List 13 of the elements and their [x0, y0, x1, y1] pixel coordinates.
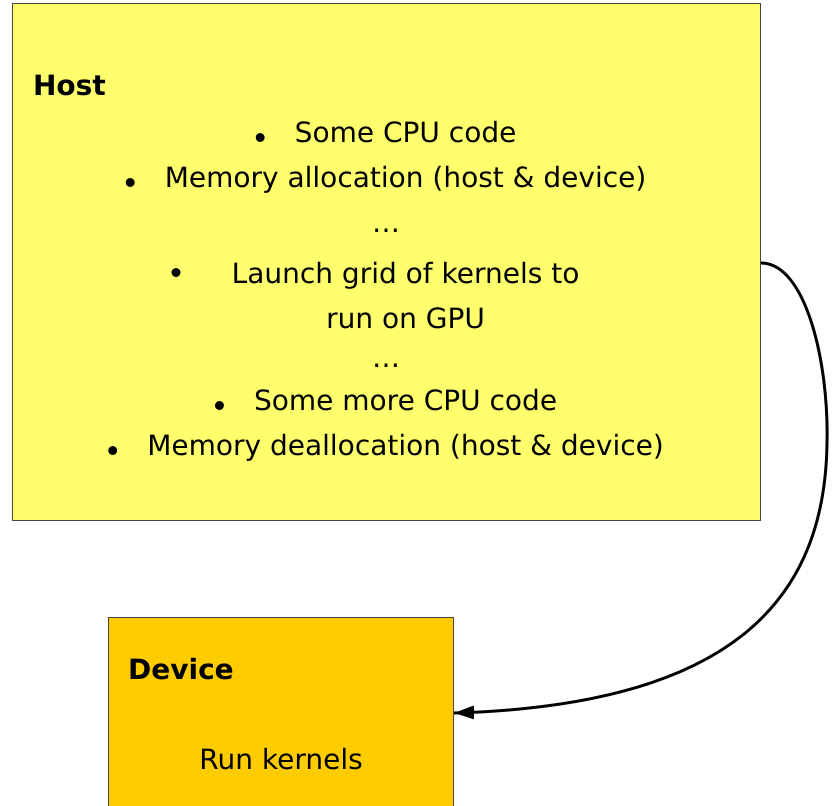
body-text: Run kernels: [199, 743, 363, 776]
box-heading: Device: [128, 653, 234, 686]
body-text: …: [372, 206, 400, 239]
bullet-item: Memory allocation (host & device): [164, 161, 646, 194]
host-box: [12, 3, 761, 521]
bullet-item: Memory deallocation (host & device): [147, 429, 664, 462]
body-text: …: [372, 341, 400, 374]
device-box: [108, 617, 454, 806]
bullet-item: Launch grid of kernels to run on GPU: [230, 256, 580, 337]
curved-arrow: [454, 262, 828, 719]
box-heading: Host: [33, 69, 106, 102]
bullet-item: Some CPU code: [294, 116, 516, 149]
bullet-item: Some more CPU code: [254, 384, 558, 417]
